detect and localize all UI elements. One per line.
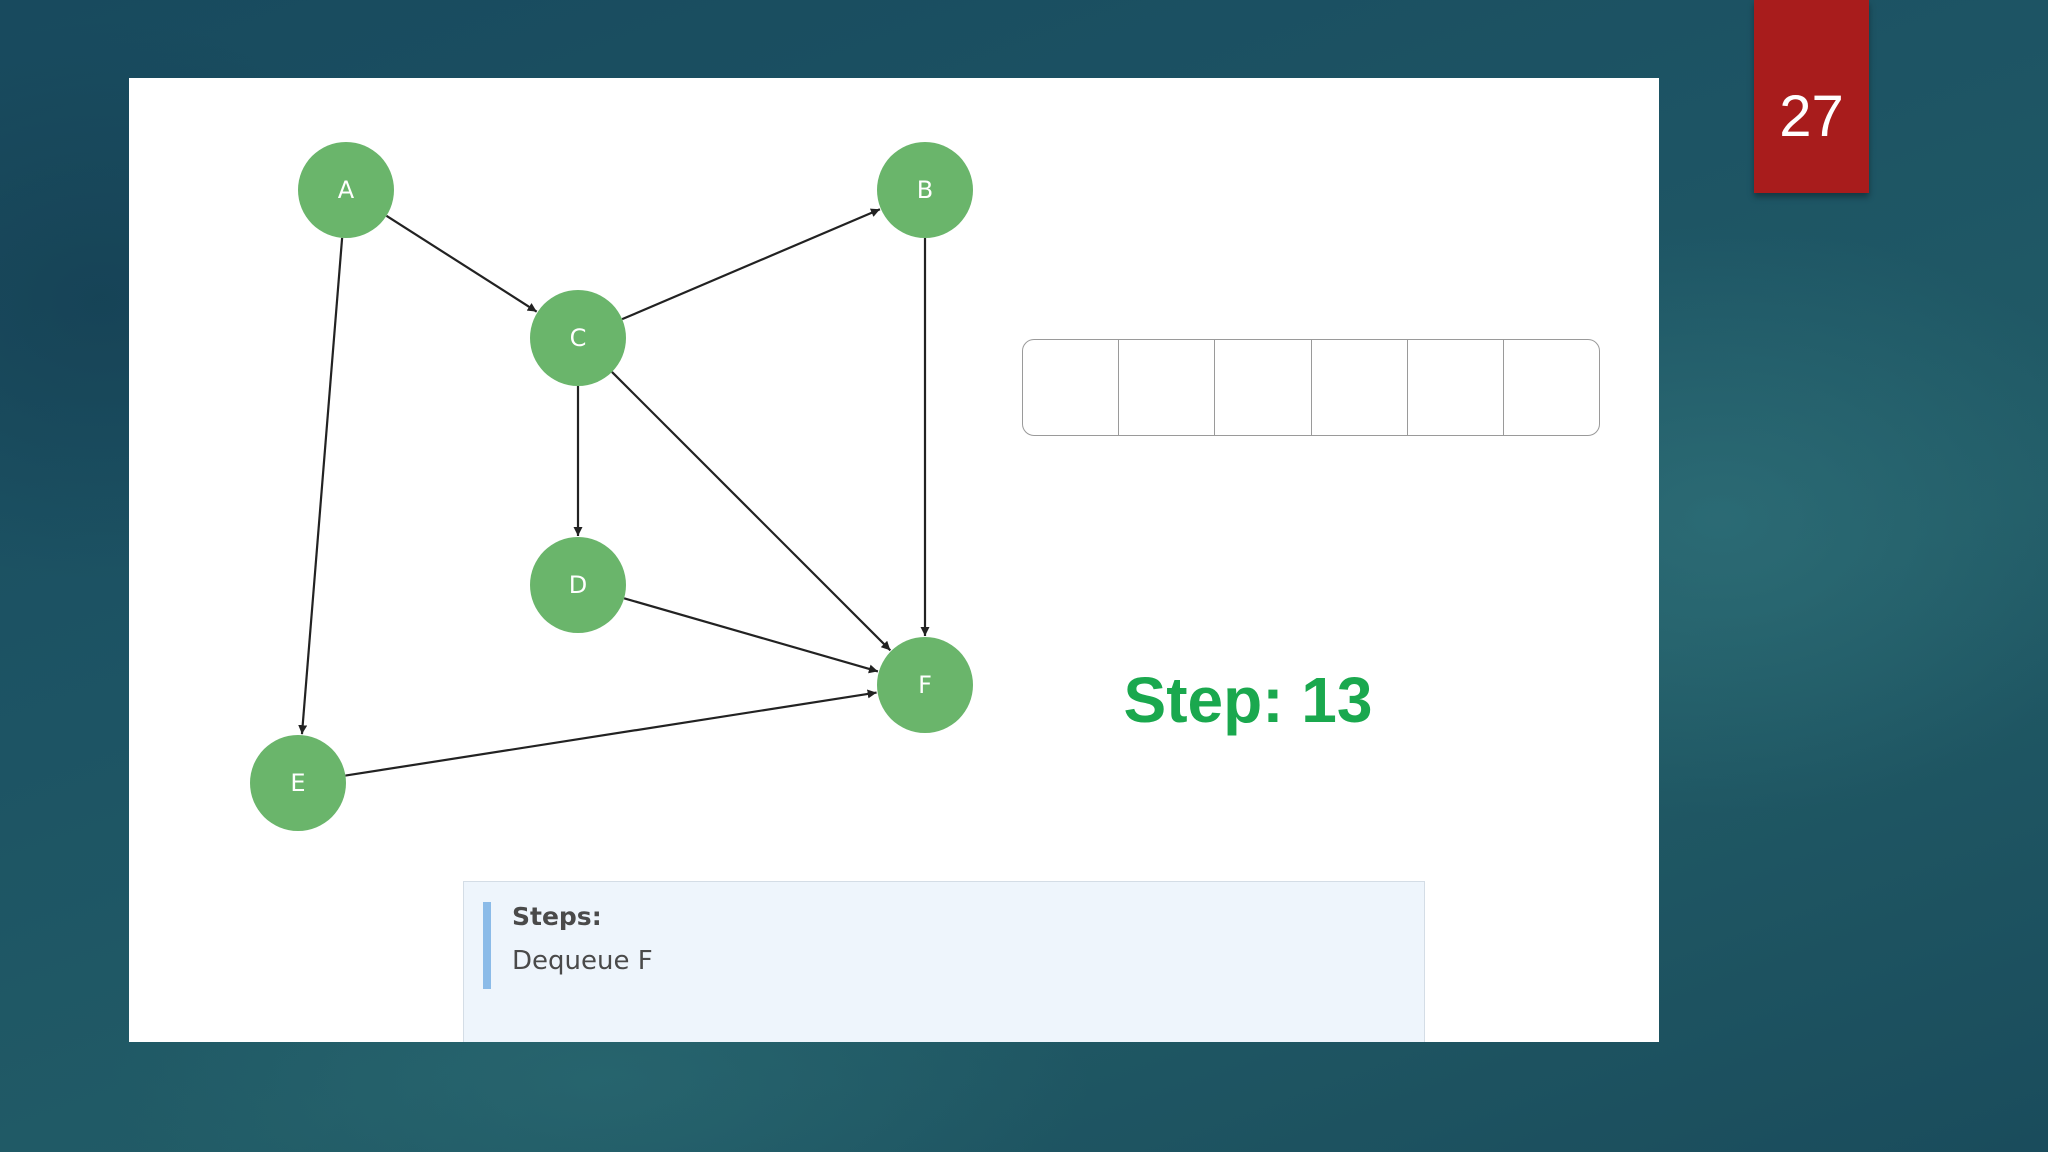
node-label: C [570, 324, 587, 352]
node-a: A [298, 142, 394, 238]
graph-canvas: A B C D E F [250, 142, 973, 831]
node-circle [530, 537, 626, 633]
node-d: D [530, 537, 626, 633]
steps-accent-bar [483, 902, 491, 989]
queue-cell [1504, 340, 1599, 435]
steps-text: Dequeue F [512, 946, 653, 976]
edge-c-f [611, 371, 892, 652]
queue-cell [1119, 340, 1216, 435]
edge-c-b [621, 208, 881, 321]
edge-e-f [345, 689, 877, 777]
node-c: C [530, 290, 626, 386]
queue-cell [1023, 340, 1120, 435]
node-label: A [338, 176, 355, 204]
nodes-layer: A B C D E F [250, 142, 973, 831]
queue-cell [1408, 340, 1504, 435]
slide-number: 27 [1779, 84, 1844, 149]
slide-number-badge: 27 [1754, 0, 1869, 193]
node-label: D [569, 571, 587, 599]
bfs-visualization-panel: A B C D E F Step: 13 Steps: Dequeue F [129, 78, 1659, 1042]
edge-d-f [623, 597, 879, 674]
node-e: E [250, 735, 346, 831]
node-circle [877, 637, 973, 733]
edge-a-c [385, 214, 538, 313]
node-label: B [917, 176, 933, 204]
queue-cell [1312, 340, 1408, 435]
node-f: F [877, 637, 973, 733]
node-circle [250, 735, 346, 831]
node-circle [298, 142, 394, 238]
queue [1022, 339, 1600, 436]
node-b: B [877, 142, 973, 238]
node-label: F [918, 671, 932, 699]
steps-title: Steps: [512, 902, 602, 931]
node-label: E [290, 769, 305, 797]
node-circle [530, 290, 626, 386]
step-counter: Step: 13 [1123, 664, 1373, 736]
edges-layer [298, 208, 930, 777]
node-circle [877, 142, 973, 238]
edge-a-e [298, 237, 344, 735]
queue-cell [1215, 340, 1312, 435]
steps-panel: Steps: Dequeue F [463, 881, 1425, 1042]
